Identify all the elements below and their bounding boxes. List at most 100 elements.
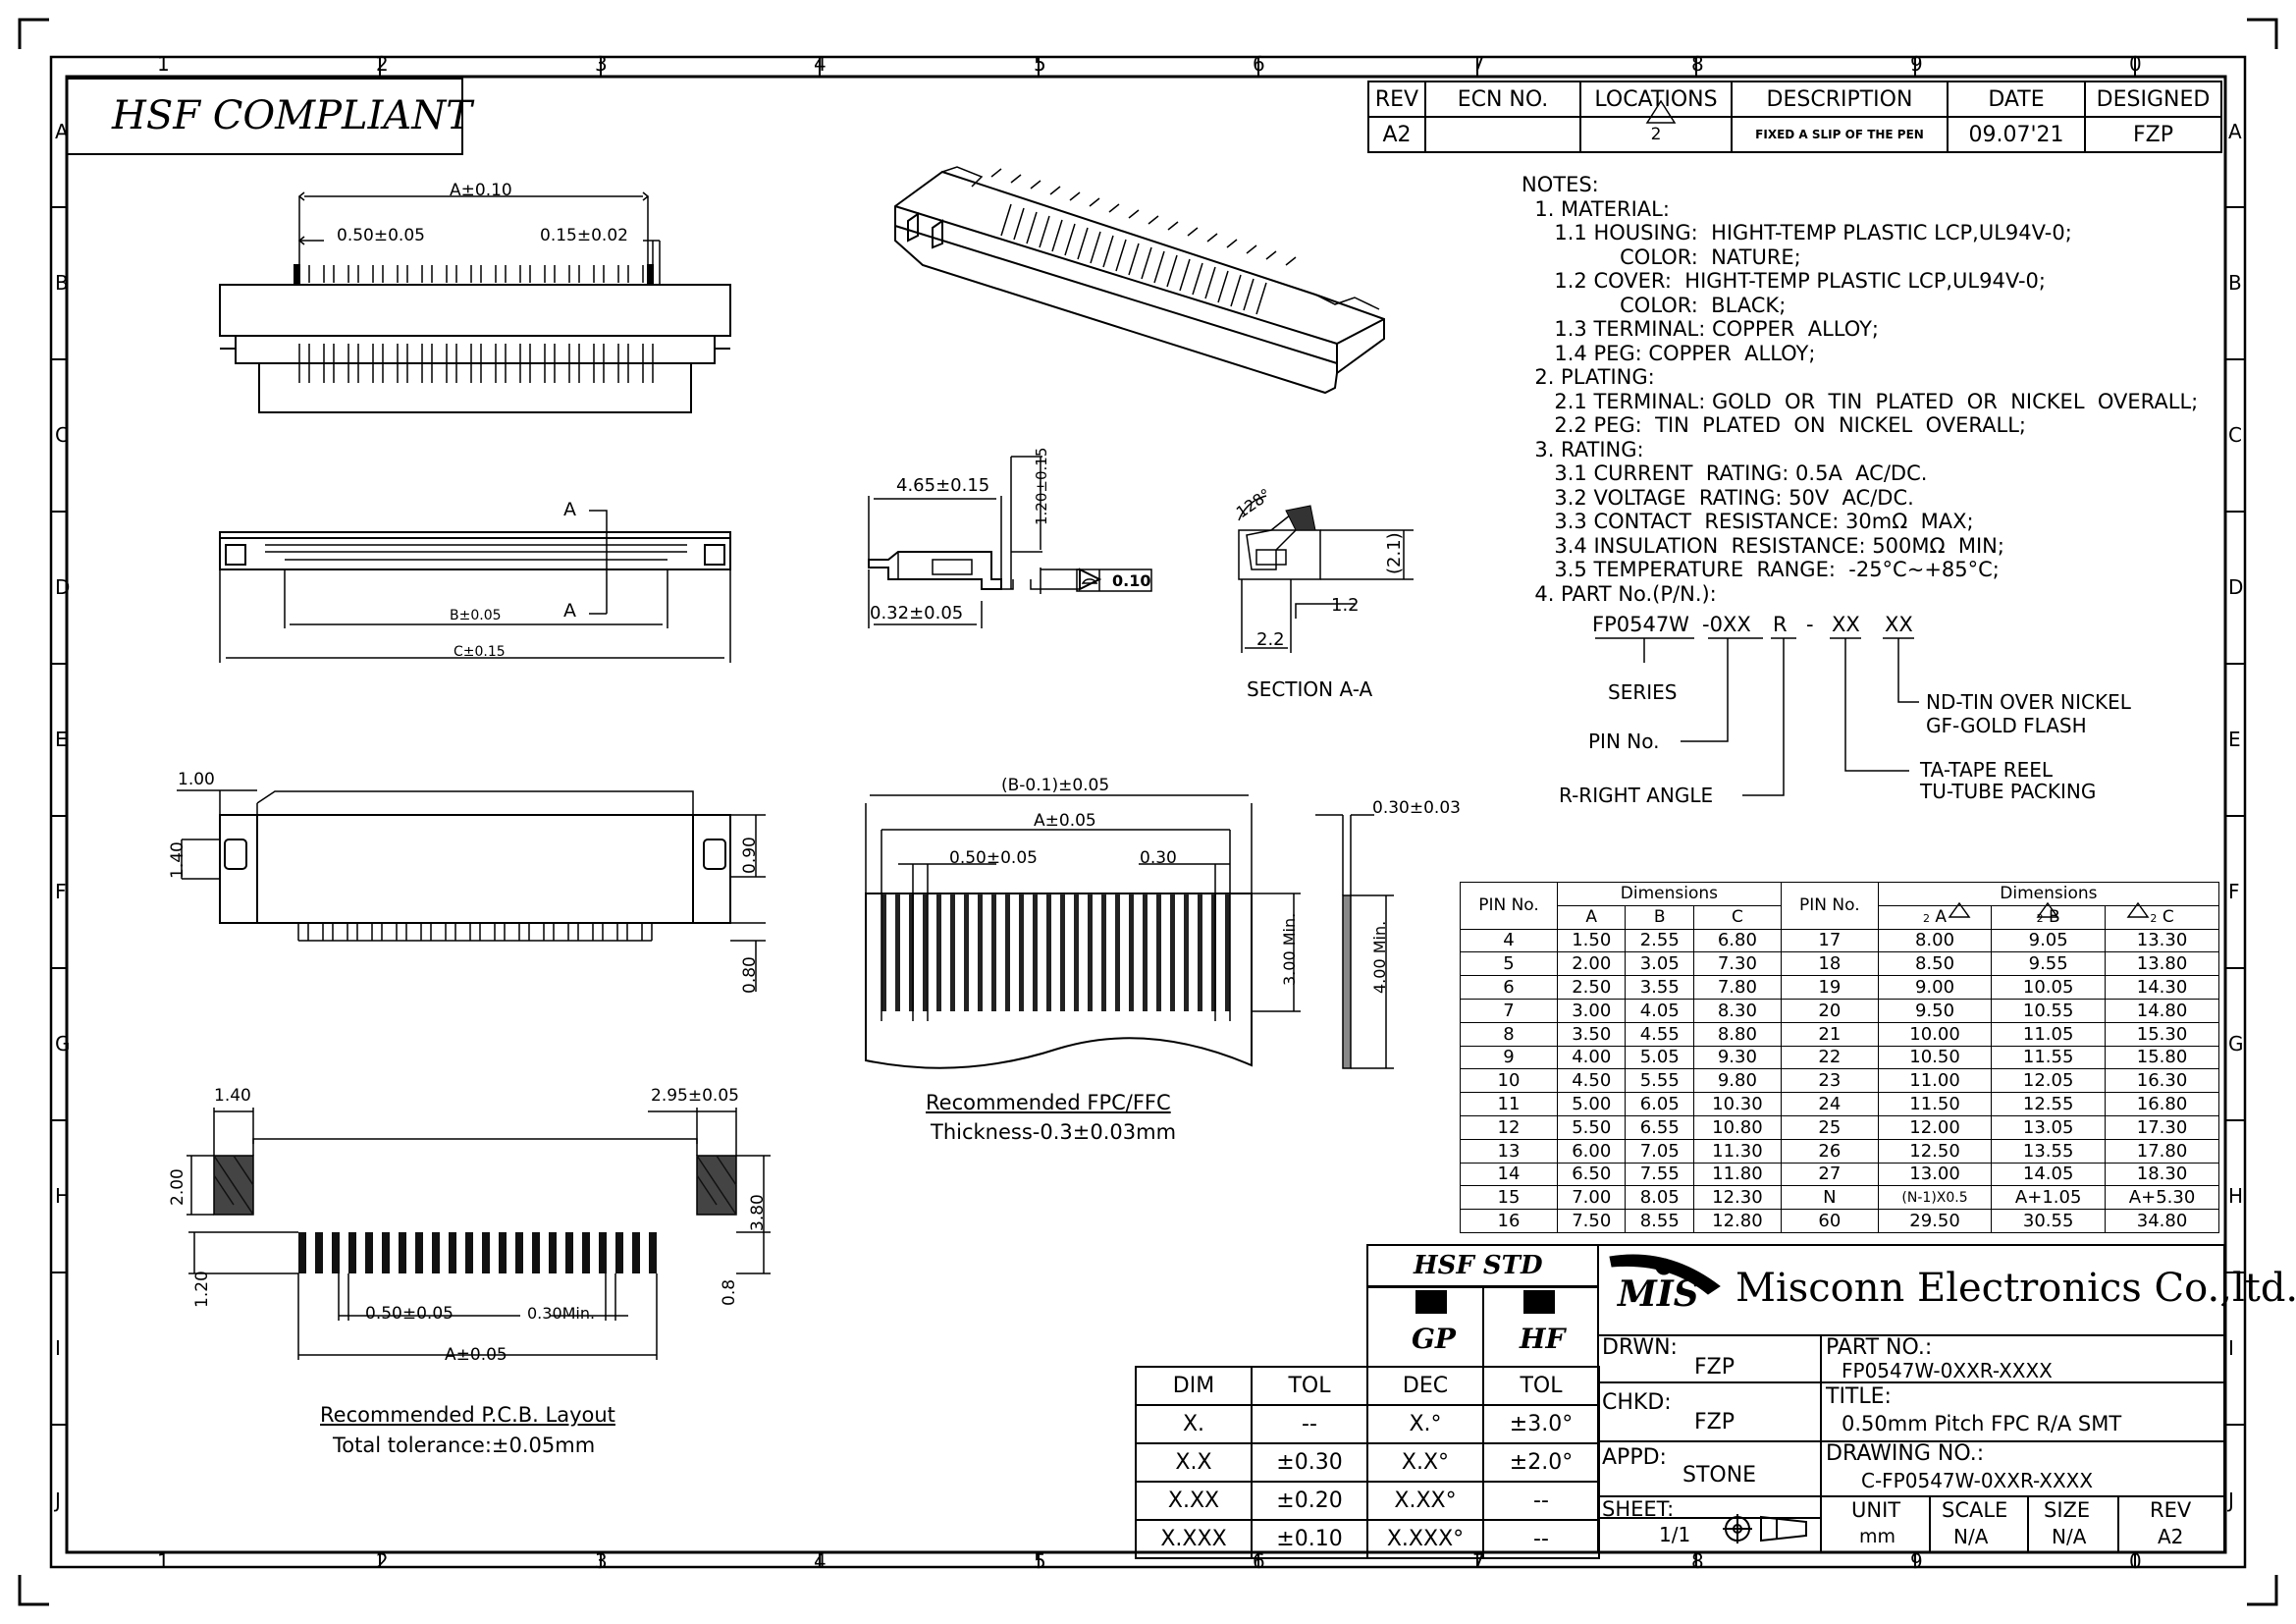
- table-cell: 8.55: [1625, 1209, 1694, 1233]
- table-cell: 6.05: [1625, 1092, 1694, 1116]
- table-cell: 13: [1460, 1138, 1558, 1164]
- dim-label: 0.50±0.05: [949, 848, 1038, 868]
- section-title: SECTION A-A: [1247, 677, 1373, 701]
- table-cell: 22: [1780, 1045, 1879, 1070]
- grid-row: A: [2228, 120, 2242, 143]
- fpc-view: [865, 794, 1394, 1069]
- table-cell: 4.00: [1556, 1045, 1627, 1070]
- table-cell: 12.05: [1991, 1068, 2107, 1094]
- col-a-header: A: [1556, 904, 1627, 930]
- table-cell: 5.05: [1625, 1045, 1694, 1070]
- grid-row: B: [2228, 271, 2242, 295]
- grid-row: J: [2228, 1489, 2234, 1512]
- table-cell: 29.50: [1877, 1209, 1993, 1233]
- table-cell: 11.00: [1877, 1068, 1993, 1094]
- table-cell: 13.80: [2105, 951, 2219, 977]
- gp-label: GP: [1412, 1323, 1456, 1355]
- pcb-title: Recommended P.C.B. Layout: [320, 1403, 615, 1427]
- size-label: SIZE: [2044, 1498, 2091, 1522]
- table-cell: 16.30: [2105, 1068, 2219, 1094]
- revision-row: A2 2 FIXED A SLIP OF THE PEN 09.07'21 FZ…: [1367, 116, 2222, 153]
- profile-view: [868, 456, 1152, 628]
- grid-row: B: [55, 271, 69, 295]
- table-cell: 26: [1780, 1138, 1879, 1164]
- col-label: C: [2162, 907, 2174, 928]
- note-line: 3.5 TEMPERATURE RANGE: -25°C~+85°C;: [1522, 558, 2000, 581]
- table-cell: 2.50: [1556, 975, 1627, 1000]
- dim-header: DIM: [1135, 1366, 1253, 1406]
- table-cell: A+5.30: [2105, 1185, 2219, 1211]
- note-line: COLOR: BLACK;: [1522, 293, 1787, 317]
- table-cell: 12: [1460, 1114, 1558, 1140]
- pn-plating: XX: [1885, 613, 1913, 636]
- dec-header: DEC: [1366, 1366, 1484, 1406]
- grid-row: I: [2228, 1336, 2234, 1360]
- table-cell: 18.30: [2105, 1162, 2219, 1187]
- table-cell: 10.00: [1877, 1021, 1993, 1047]
- table-cell: 7.05: [1625, 1138, 1694, 1164]
- scale-label: SCALE: [1942, 1498, 2008, 1522]
- table-cell: 11.50: [1877, 1092, 1993, 1116]
- part-no-value: FP0547W-0XXR-XXXX: [1842, 1359, 2053, 1382]
- table-cell: 11.80: [1692, 1162, 1782, 1187]
- section-aa: [1238, 495, 1414, 653]
- description-value: FIXED A SLIP OF THE PEN: [1731, 116, 1949, 153]
- pn-packing-label: TA-TAPE REEL: [1920, 758, 2053, 782]
- hsf-box: [66, 78, 463, 155]
- col-c-header: C: [1692, 904, 1782, 930]
- drawing-no-label: DRAWING NO.:: [1826, 1441, 1985, 1466]
- fpc-title: Recommended FPC/FFC: [926, 1091, 1171, 1114]
- pcb-layout: [187, 1108, 771, 1360]
- dim-label: 0.30Min.: [527, 1304, 596, 1323]
- company-logo-mark: [1609, 1254, 1721, 1295]
- table-cell: 1.50: [1556, 928, 1627, 953]
- table-cell: 5: [1460, 951, 1558, 977]
- table-cell: 4.55: [1625, 1021, 1694, 1047]
- table-cell: 2.55: [1625, 928, 1694, 953]
- section-mark: A: [563, 499, 576, 520]
- table-cell: 11: [1460, 1092, 1558, 1116]
- table-cell: 12.80: [1692, 1209, 1782, 1233]
- dim-label: 1.40: [214, 1086, 251, 1106]
- grid-row: J: [55, 1489, 61, 1512]
- table-cell: 13.30: [2105, 928, 2219, 953]
- table-cell: ±3.0°: [1482, 1404, 1600, 1444]
- table-cell: 6: [1460, 975, 1558, 1000]
- fpc-thickness: Thickness-0.3±0.03mm: [931, 1120, 1177, 1144]
- grid-row: E: [55, 728, 68, 751]
- tol-header: TOL: [1482, 1366, 1600, 1406]
- grid-row: F: [55, 880, 67, 903]
- grid-row: A: [55, 120, 69, 143]
- note-line: 1. MATERIAL:: [1522, 196, 1670, 221]
- grid-row: E: [2228, 728, 2241, 751]
- col-a-header: 2 A: [1877, 904, 1993, 930]
- table-cell: 4.50: [1556, 1068, 1627, 1094]
- col-c-header: 2 C: [2105, 904, 2219, 930]
- note-line: 1.2 COVER: HIGHT-TEMP PLASTIC LCP,UL94V-…: [1522, 269, 2046, 293]
- table-cell: 3.05: [1625, 951, 1694, 977]
- dim-label: 2.00: [168, 1168, 187, 1206]
- pn-pin-label: PIN No.: [1588, 730, 1660, 753]
- pn-angle: R: [1773, 613, 1788, 636]
- size-value: N/A: [2052, 1525, 2087, 1548]
- grid-row: D: [55, 575, 71, 599]
- table-cell: 10.30: [1692, 1092, 1782, 1116]
- table-cell: 13.55: [1991, 1138, 2107, 1164]
- table-cell: 7.30: [1692, 951, 1782, 977]
- table-cell: 9: [1460, 1045, 1558, 1070]
- dim-label: 1.40: [168, 841, 187, 879]
- table-cell: (N-1)X0.5: [1877, 1185, 1993, 1211]
- table-cell: 11.05: [1991, 1021, 2107, 1047]
- table-cell: 6.55: [1625, 1114, 1694, 1140]
- dim-label: 0.15±0.02: [540, 226, 628, 245]
- pn-series: FP0547W: [1592, 613, 1689, 636]
- table-cell: 14.05: [1991, 1162, 2107, 1187]
- dim-label: 3.00 Min.: [1280, 912, 1299, 986]
- dimensions-header: Dimensions: [1557, 882, 1782, 906]
- checked-label: CHKD:: [1602, 1390, 1672, 1415]
- location-value: 2: [1579, 116, 1733, 153]
